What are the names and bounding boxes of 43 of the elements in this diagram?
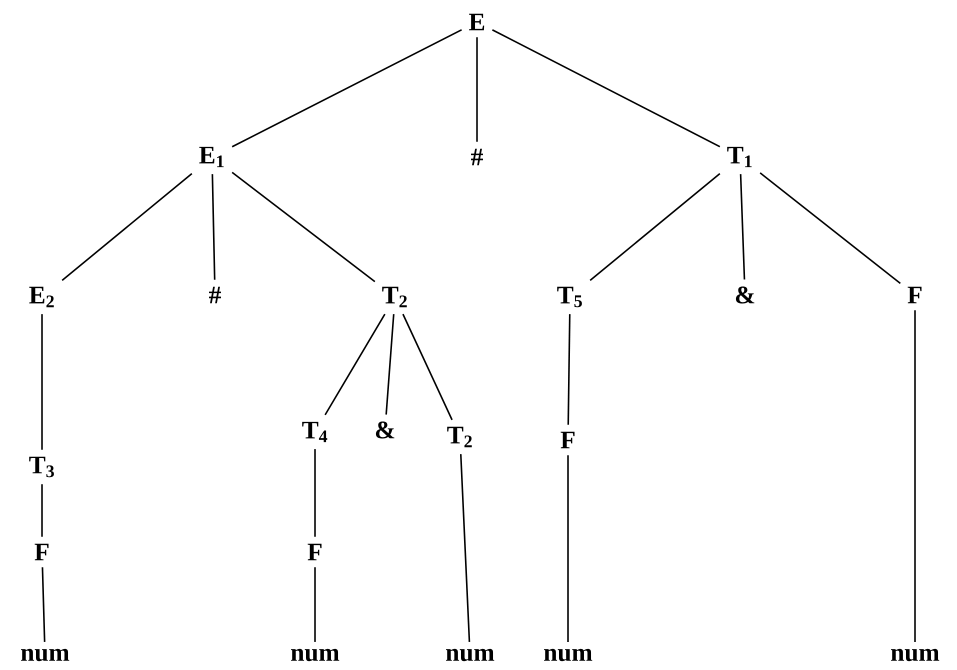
tree-label: F xyxy=(908,286,922,304)
tree-label: & xyxy=(736,286,754,304)
tree-branch xyxy=(567,455,569,642)
tree-branch xyxy=(232,29,462,148)
tree-branch xyxy=(460,454,470,642)
tree-label: & xyxy=(376,421,394,439)
tree-label: T$_{5}$ xyxy=(557,286,582,308)
tree-branch xyxy=(41,484,43,537)
tree-label: num xyxy=(21,648,70,662)
tree-label: T$_{3}$ xyxy=(29,456,54,478)
tree-branch xyxy=(41,314,43,450)
tree-branch xyxy=(212,174,216,280)
tree-branch xyxy=(914,310,916,642)
tree-label: T$_{2}$ xyxy=(382,286,407,308)
tree-branch xyxy=(740,174,746,280)
tree-label: T$_{1}$ xyxy=(727,146,752,168)
tree-branch xyxy=(232,172,376,282)
tree-label: num xyxy=(291,648,340,662)
tree-branch xyxy=(476,37,478,142)
tree-label: # xyxy=(209,286,221,304)
tree-label: F xyxy=(308,544,322,560)
tree-label: T$_{4}$ xyxy=(302,422,328,442)
tree-label: E xyxy=(469,14,484,30)
tree-label: E$_{2}$ xyxy=(29,286,54,308)
tree-branch xyxy=(590,172,720,282)
tree-branch xyxy=(492,29,720,148)
tree-label: T$_{2}$ xyxy=(447,426,472,448)
tree-branch xyxy=(324,314,386,416)
tree-label: num xyxy=(544,648,592,662)
tree-branch xyxy=(760,172,901,284)
tree-label: F xyxy=(560,432,575,448)
tree-label: E$_{1}$ xyxy=(199,146,224,168)
tree-branch xyxy=(567,314,571,425)
tree-label: num xyxy=(446,648,494,662)
tree-label: # xyxy=(471,148,483,166)
tree-branch xyxy=(62,172,192,282)
tree-branch xyxy=(314,449,316,537)
tree-label: F xyxy=(34,544,49,560)
tree-branch xyxy=(385,314,395,415)
tree-label: num xyxy=(891,648,940,662)
tree-branch xyxy=(402,314,453,420)
tree-branch xyxy=(42,567,46,642)
tree-branch xyxy=(314,567,316,642)
